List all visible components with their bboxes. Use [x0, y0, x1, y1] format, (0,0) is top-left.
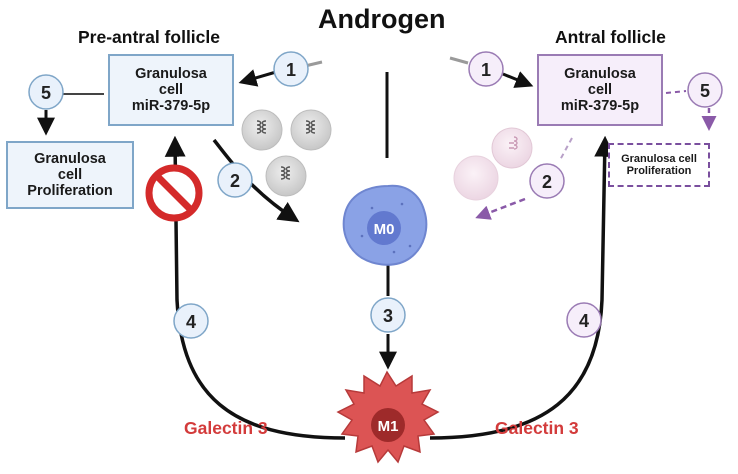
left-proliferation-line-1: Granulosa — [34, 150, 106, 167]
step-marker-2-left: 2 — [217, 162, 253, 198]
inhibition-icon — [145, 164, 203, 222]
right-granulosa-box: Granulosa cell miR-379-5p — [537, 54, 663, 126]
exosome-icon — [290, 109, 332, 151]
step1-right-arrow — [502, 71, 534, 88]
m1-label: M1 — [378, 418, 399, 435]
step-marker-3: 3 — [370, 297, 406, 333]
exosome-icon — [241, 109, 283, 151]
right-granulosa-line-2: cell — [587, 81, 613, 98]
step-marker-5-right: 5 — [687, 72, 723, 108]
right-heading: Antral follicle — [555, 27, 666, 47]
step5-right-connector — [665, 90, 687, 94]
exosome-icon — [265, 155, 307, 197]
left-granulosa-line-2: cell — [158, 81, 184, 98]
exosome-icon — [491, 127, 533, 169]
step-marker-1-right: 1 — [468, 51, 504, 87]
diagram-title: Androgen — [318, 4, 446, 34]
svg-text:4: 4 — [186, 312, 196, 332]
step-marker-5-left: 5 — [28, 74, 64, 110]
right-proliferation-line-2: Proliferation — [626, 165, 692, 177]
m0-label: M0 — [374, 221, 395, 238]
svg-text:2: 2 — [542, 172, 552, 192]
step1-right-connector — [449, 56, 469, 65]
exosome-icon — [453, 155, 499, 201]
right-granulosa-line-1: Granulosa — [564, 65, 636, 82]
galectin-label-right: Galectin 3 — [495, 418, 579, 438]
m1-macrophage-icon: M1 — [336, 370, 440, 464]
m0-macrophage-icon: M0 — [342, 184, 428, 266]
step2-right-arrow — [475, 197, 526, 220]
svg-text:1: 1 — [286, 60, 296, 80]
right-proliferation-line-1: Granulosa cell — [621, 152, 697, 165]
step1-left-arrow — [238, 69, 277, 87]
svg-text:5: 5 — [700, 81, 710, 101]
step-marker-2-right: 2 — [529, 163, 565, 199]
svg-text:5: 5 — [41, 83, 51, 103]
svg-text:4: 4 — [579, 311, 589, 331]
left-granulosa-box: Granulosa cell miR-379-5p — [108, 54, 234, 126]
step-marker-1-left: 1 — [273, 51, 309, 87]
svg-text:2: 2 — [230, 171, 240, 191]
step2-right-connector — [559, 137, 573, 161]
galectin-label-left: Galectin 3 — [184, 418, 268, 438]
left-proliferation-box: Granulosa cell Proliferation — [6, 141, 134, 209]
left-proliferation-line-3: Proliferation — [27, 183, 113, 200]
left-proliferation-line-2: cell — [57, 166, 83, 183]
step-marker-4-right: 4 — [566, 302, 602, 338]
left-granulosa-line-1: Granulosa — [135, 65, 207, 82]
svg-text:1: 1 — [481, 60, 491, 80]
right-proliferation-box: Granulosa cell Proliferation — [608, 143, 710, 187]
left-heading: Pre-antral follicle — [78, 27, 220, 47]
right-granulosa-line-3: miR-379-5p — [560, 98, 640, 115]
left-granulosa-line-3: miR-379-5p — [131, 98, 211, 115]
step-marker-4-left: 4 — [173, 303, 209, 339]
svg-text:3: 3 — [383, 306, 393, 326]
